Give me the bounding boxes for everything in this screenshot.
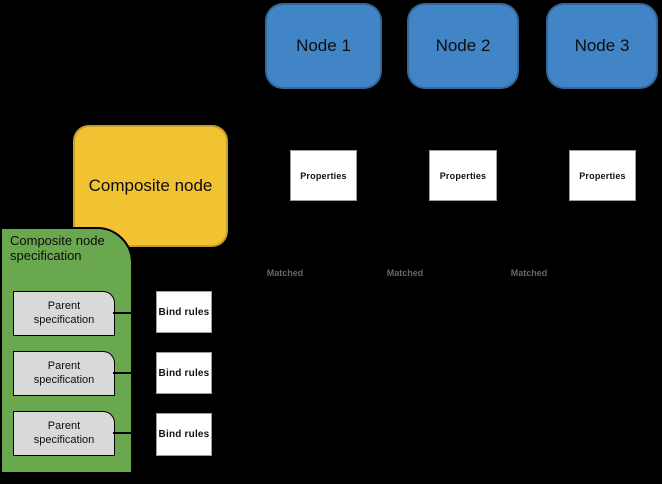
properties-box-3: Properties [569, 150, 636, 201]
node-1-label: Node 1 [296, 36, 351, 55]
matched-label-1: Matched [266, 268, 304, 278]
bind-rules-box-2: Bind rules [156, 352, 212, 394]
bind-rules-label-3: Bind rules [158, 429, 210, 440]
composite-node-box: Composite node [73, 125, 228, 247]
bind-rules-label-1: Bind rules [158, 306, 210, 318]
parent-specification-box-3: Parent specification [13, 411, 115, 456]
parent-specification-label-1: Parent specification [33, 299, 95, 326]
bind-rules-label-2: Bind rules [158, 367, 210, 379]
connector-line-1 [113, 312, 156, 314]
node-3-label: Node 3 [574, 36, 630, 55]
bind-rules-box-1: Bind rules [156, 291, 212, 333]
connector-line-3 [113, 432, 156, 434]
parent-specification-label-3: Parent specification [33, 419, 95, 446]
parent-specification-box-1: Parent specification [13, 291, 115, 336]
connector-line-2 [113, 372, 156, 374]
parent-specification-box-2: Parent specification [13, 351, 115, 396]
bind-rules-box-3: Bind rules [156, 413, 212, 456]
composite-node-label: Composite node [88, 176, 213, 195]
properties-label-1: Properties [300, 170, 347, 181]
matched-label-3: Matched [510, 268, 548, 278]
node-3-box: Node 3 [546, 3, 658, 89]
properties-box-2: Properties [429, 150, 497, 201]
matched-label-2: Matched [386, 268, 424, 278]
parent-specification-label-2: Parent specification [33, 359, 95, 386]
node-1-box: Node 1 [265, 3, 382, 89]
node-2-label: Node 2 [435, 36, 491, 55]
properties-label-2: Properties [439, 170, 487, 181]
properties-label-3: Properties [579, 170, 626, 181]
properties-box-1: Properties [290, 150, 357, 201]
spec-panel-title: Composite node specification [10, 233, 105, 263]
node-2-box: Node 2 [407, 3, 519, 89]
